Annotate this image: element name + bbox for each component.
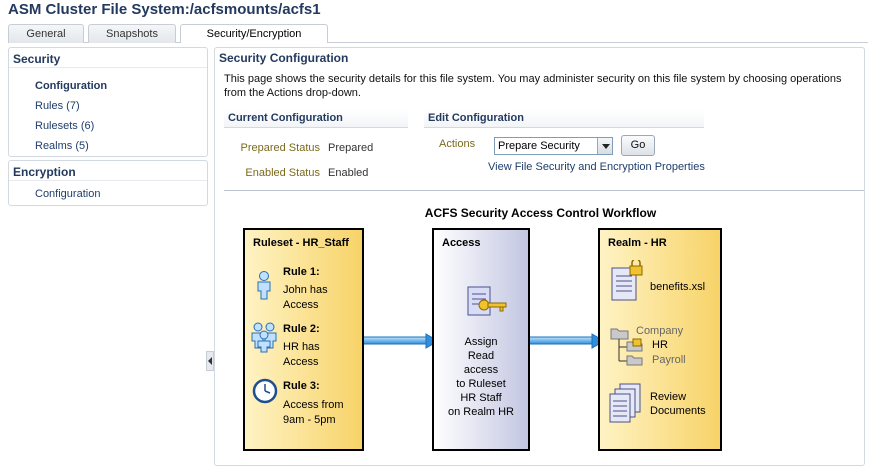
rule-1-title: Rule 1:	[283, 266, 320, 278]
nav-rules[interactable]: Rules (7)	[35, 100, 80, 112]
nav-encryption-configuration[interactable]: Configuration	[35, 188, 101, 200]
actions-label: Actions	[439, 138, 476, 150]
enabled-status-value: Enabled	[328, 167, 369, 179]
go-button[interactable]: Go	[621, 135, 655, 156]
security-configuration-panel: Security Configuration This page shows t…	[214, 47, 865, 466]
edit-configuration-heading: Edit Configuration	[424, 110, 704, 128]
encryption-nav-heading: Encryption	[9, 161, 207, 181]
access-description: Assign Read access to Ruleset HR Staff o…	[434, 335, 528, 419]
chevron-left-icon	[208, 357, 212, 365]
access-line: on Realm HR	[447, 406, 515, 418]
access-title: Access	[442, 237, 481, 249]
locked-file-icon	[611, 260, 643, 301]
user-group-icon	[251, 322, 277, 353]
security-nav-panel: Security Configuration Rules (7) Ruleset…	[8, 47, 208, 157]
user-icon	[257, 271, 271, 300]
nav-security-configuration[interactable]: Configuration	[35, 80, 108, 92]
ruleset-box: Ruleset - HR_Staff Rule 1: John has Acce…	[243, 228, 364, 451]
realm-title: Realm - HR	[608, 237, 667, 249]
nav-rulesets[interactable]: Rulesets (6)	[35, 120, 95, 132]
collapse-pane-handle[interactable]	[206, 351, 214, 371]
access-line: access	[463, 364, 499, 376]
view-properties-link[interactable]: View File Security and Encryption Proper…	[488, 161, 705, 173]
realm-file-name: benefits.xsl	[650, 281, 706, 293]
access-line: Assign	[464, 336, 498, 348]
tab-bar-baseline	[8, 42, 868, 43]
prepared-status-label: Prepared Status	[240, 142, 321, 154]
prepared-status-value: Prepared	[328, 142, 374, 154]
arrow-right-icon	[528, 333, 605, 349]
access-box: Access Assign Read access to Ruleset HR …	[432, 228, 530, 451]
folder-tree-icon	[610, 328, 643, 366]
rule-2-line2: Access	[283, 356, 319, 368]
actions-dropdown-value: Prepare Security	[498, 140, 580, 152]
rule-3-line1: Access from	[283, 399, 344, 411]
tab-security-encryption[interactable]: Security/Encryption	[180, 24, 328, 43]
tab-bar: General Snapshots Security/Encryption	[8, 24, 868, 43]
actions-dropdown[interactable]: Prepare Security	[494, 137, 613, 155]
realm-box: Realm - HR benefits.xsl Company HR Payro…	[598, 228, 722, 451]
rule-3-line2: 9am - 5pm	[283, 414, 336, 426]
access-line: HR Staff	[460, 392, 502, 404]
main-title: Security Configuration	[219, 51, 349, 65]
rule-1-line1: John has	[283, 284, 328, 296]
enabled-status-label: Enabled Status	[245, 167, 320, 179]
encryption-nav-panel: Encryption Configuration	[8, 160, 208, 206]
access-line: Read	[467, 350, 495, 362]
clock-icon	[252, 378, 278, 404]
arrow-right-icon	[362, 333, 439, 349]
folder-hr: HR	[652, 339, 668, 351]
main-description: This page shows the security details for…	[224, 73, 842, 99]
section-divider	[224, 190, 864, 191]
rule-3-title: Rule 3:	[283, 380, 320, 392]
review-documents-line1: Review	[650, 391, 687, 403]
page-title: ASM Cluster File System:/acfsmounts/acfs…	[8, 1, 321, 18]
nav-realms[interactable]: Realms (5)	[35, 140, 89, 152]
tab-snapshots[interactable]: Snapshots	[88, 24, 176, 43]
rule-2-line1: HR has	[283, 341, 320, 353]
chevron-down-icon[interactable]	[597, 138, 612, 154]
rule-2-title: Rule 2:	[283, 323, 320, 335]
ruleset-title: Ruleset - HR_Staff	[253, 237, 349, 249]
rule-1-line2: Access	[283, 299, 319, 311]
access-line: to Ruleset	[456, 378, 506, 390]
security-nav-heading: Security	[9, 48, 207, 68]
documents-icon	[609, 383, 641, 423]
folder-company: Company	[636, 325, 684, 337]
document-key-icon	[467, 286, 507, 316]
folder-payroll: Payroll	[652, 354, 686, 366]
review-documents-line2: Documents	[650, 405, 706, 417]
tab-general[interactable]: General	[8, 24, 84, 43]
workflow-diagram-title: ACFS Security Access Control Workflow	[424, 206, 657, 220]
current-configuration-heading: Current Configuration	[224, 110, 408, 128]
